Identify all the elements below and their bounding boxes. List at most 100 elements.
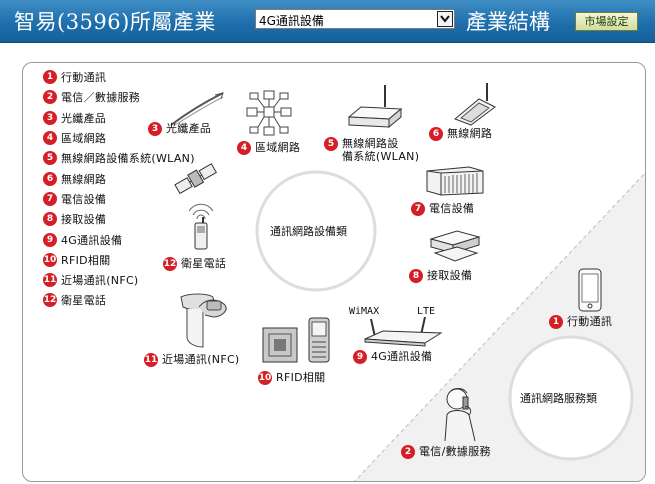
- access-device-icon[interactable]: [427, 225, 483, 265]
- header-bar: 智易(3596)所屬產業 4G通訊設備 產業結構 市場設定: [0, 0, 655, 43]
- number-badge: 6: [429, 127, 443, 141]
- legend-label: 衛星電話: [61, 294, 107, 308]
- number-badge: 3: [148, 122, 162, 136]
- rfid-tag-icon[interactable]: [261, 316, 333, 366]
- item-label: 4G通訊設備: [371, 350, 433, 363]
- number-badge: 8: [409, 269, 423, 283]
- legend-number-badge: 6: [43, 171, 57, 186]
- industry-select-value: 4G通訊設備: [259, 14, 324, 28]
- panel-background: [255, 170, 645, 481]
- item-label: RFID相關: [276, 371, 326, 384]
- item-label: 電信/數據服務: [419, 445, 491, 458]
- mobile-item[interactable]: 1 行動通訊: [549, 315, 612, 329]
- access-equipment-item[interactable]: 8 接取設備: [409, 269, 472, 283]
- telecom-equipment-item[interactable]: 7 電信設備: [411, 202, 474, 216]
- item-label: 行動通訊: [567, 315, 613, 328]
- legend-number-badge: 2: [43, 90, 57, 105]
- nfc-item[interactable]: 11 近場通訊(NFC): [144, 353, 240, 367]
- number-badge: 2: [401, 445, 415, 459]
- number-badge: 12: [163, 257, 177, 271]
- smartphone-icon[interactable]: [577, 267, 603, 313]
- industry-select[interactable]: 4G通訊設備: [255, 9, 455, 29]
- network-topology-icon[interactable]: [245, 89, 293, 137]
- item-label: 接取設備: [427, 269, 473, 282]
- satellite-phone-item[interactable]: 12 衛星電話: [163, 257, 226, 271]
- fiber-optic-cable-icon[interactable]: [169, 91, 225, 127]
- number-badge: 9: [353, 350, 367, 364]
- 4g-equipment-item[interactable]: 9 4G通訊設備: [353, 350, 432, 364]
- legend-number-badge: 1: [43, 70, 57, 85]
- 4g-router-icon[interactable]: [363, 317, 443, 347]
- legend-item[interactable]: 9 4G通訊設備: [43, 229, 195, 249]
- legend-label: 光纖產品: [61, 111, 107, 125]
- wlan-item[interactable]: 5 無線網路設備系統(WLAN): [324, 137, 419, 163]
- item-label: 電信設備: [429, 202, 475, 215]
- legend-label: 行動通訊: [61, 71, 107, 85]
- legend-label: 無線網路: [61, 172, 107, 186]
- person-on-phone-icon[interactable]: [435, 385, 485, 443]
- legend-label: 電信／數據服務: [61, 91, 141, 105]
- legend-item[interactable]: 7 電信設備: [43, 189, 195, 209]
- legend-number-badge: 8: [43, 212, 57, 227]
- legend-number-badge: 4: [43, 131, 57, 146]
- lte-label: LTE: [417, 306, 436, 317]
- structure-title: 產業結構: [466, 10, 550, 34]
- wireless-card-icon[interactable]: [451, 81, 499, 127]
- item-label: 區域網路: [255, 141, 301, 154]
- legend-label: 電信設備: [61, 192, 107, 206]
- item-label-line-2: 備系統(WLAN): [342, 150, 420, 163]
- item-label-line-1: 無線網路設: [342, 137, 399, 150]
- wimax-label: WiMAX: [349, 306, 380, 317]
- legend-list: 1 行動通訊 2 電信／數據服務 3 光纖產品 4 區域網路 5 無線網路設備系統(WLA…: [43, 67, 195, 311]
- legend-item[interactable]: 1 行動通訊: [43, 67, 195, 87]
- item-label: 衛星電話: [181, 257, 227, 270]
- legend-item[interactable]: 6 無線網路: [43, 168, 195, 188]
- legend-number-badge: 5: [43, 151, 57, 166]
- legend-item[interactable]: 12 衛星電話: [43, 290, 195, 310]
- legend-item[interactable]: 4 區域網路: [43, 128, 195, 148]
- legend-item[interactable]: 8 接取設備: [43, 209, 195, 229]
- legend-item[interactable]: 10 RFID相關: [43, 250, 195, 270]
- legend-label: 區域網路: [61, 132, 107, 146]
- lan-item[interactable]: 4 區域網路: [237, 141, 300, 155]
- equipment-category-label: 通訊網路設備類: [270, 225, 347, 238]
- legend-item[interactable]: 3 光纖產品: [43, 108, 195, 128]
- number-badge: 4: [237, 141, 251, 155]
- industry-structure-panel: 1 行動通訊 2 電信／數據服務 3 光纖產品 4 區域網路 5 無線網路設備系統(WLA…: [22, 62, 646, 482]
- number-badge: 7: [411, 202, 425, 216]
- legend-number-badge: 11: [43, 273, 57, 288]
- fiber-item[interactable]: 3 光纖產品: [148, 122, 211, 136]
- service-category-label: 通訊網路服務類: [520, 392, 597, 405]
- nfc-reader-icon[interactable]: [173, 291, 231, 349]
- market-settings-button[interactable]: 市場設定: [575, 12, 638, 31]
- item-label: 近場通訊(NFC): [162, 353, 240, 366]
- number-badge: 5: [324, 137, 338, 151]
- legend-label: 接取設備: [61, 213, 107, 227]
- legend-label: RFID相關: [61, 253, 111, 267]
- chevron-down-icon[interactable]: [437, 11, 453, 27]
- page-title: 智易(3596)所屬產業: [14, 10, 216, 34]
- legend-label: 4G通訊設備: [61, 233, 123, 247]
- legend-number-badge: 7: [43, 191, 57, 206]
- wireless-item[interactable]: 6 無線網路: [429, 127, 492, 141]
- number-badge: 10: [258, 371, 272, 385]
- legend-label: 無線網路設備系統(WLAN): [61, 152, 195, 166]
- telecom-rack-icon[interactable]: [425, 163, 485, 197]
- legend-number-badge: 3: [43, 110, 57, 125]
- satellite-phone-icon[interactable]: [173, 161, 221, 257]
- legend-item[interactable]: 5 無線網路設備系統(WLAN): [43, 148, 195, 168]
- legend-item[interactable]: 11 近場通訊(NFC): [43, 270, 195, 290]
- legend-number-badge: 9: [43, 232, 57, 247]
- number-badge: 1: [549, 315, 563, 329]
- legend-number-badge: 12: [43, 293, 57, 308]
- number-badge: 11: [144, 353, 158, 367]
- legend-number-badge: 10: [43, 252, 57, 267]
- telecom-service-item[interactable]: 2 電信/數據服務: [401, 445, 491, 459]
- legend-item[interactable]: 2 電信／數據服務: [43, 87, 195, 107]
- item-label: 無線網路: [447, 127, 493, 140]
- item-label: 無線網路設備系統(WLAN): [342, 137, 419, 163]
- rfid-item[interactable]: 10 RFID相關: [258, 371, 325, 385]
- legend-label: 近場通訊(NFC): [61, 274, 139, 288]
- wlan-router-icon[interactable]: [345, 83, 405, 135]
- item-label: 光纖產品: [166, 122, 212, 135]
